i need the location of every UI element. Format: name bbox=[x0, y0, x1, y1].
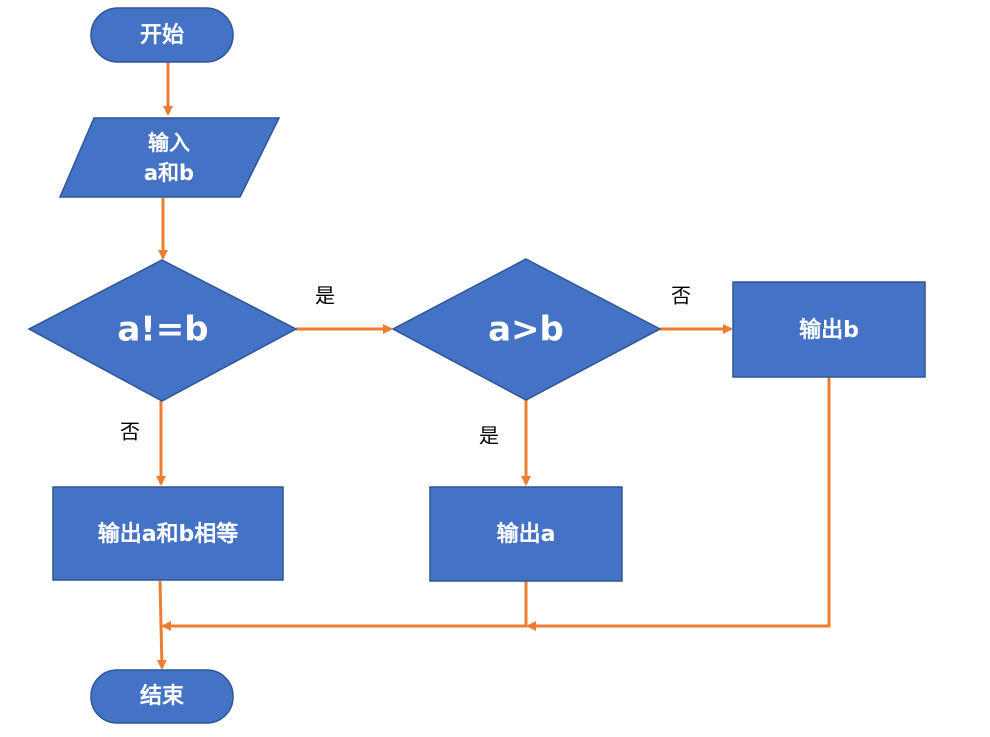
end-node-label: 结束 bbox=[140, 683, 185, 709]
decision-neq-node: a!=b bbox=[27, 259, 298, 402]
edge-out-b-merge bbox=[526, 377, 831, 631]
output-equal-label: 输出a和b相等 bbox=[98, 521, 239, 547]
output-equal-node: 输出a和b相等 bbox=[52, 486, 284, 581]
edge-out-a-merge bbox=[161, 581, 528, 631]
edge-label-gt-yes: 是 bbox=[479, 424, 499, 448]
output-b-node: 输出b bbox=[732, 281, 926, 378]
output-a-label: 输出a bbox=[497, 521, 556, 547]
edge-equal-to-end bbox=[156, 580, 167, 670]
edge-label-gt-no: 否 bbox=[671, 284, 691, 308]
decision-gt-label: a>b bbox=[488, 310, 564, 350]
start-node: 开始 bbox=[90, 7, 234, 63]
edge-label-neq-no: 否 bbox=[120, 420, 140, 444]
start-node-label: 开始 bbox=[140, 22, 184, 48]
input-node-line2: a和b bbox=[144, 161, 194, 185]
edge-label-neq-yes: 是 bbox=[315, 284, 335, 308]
decision-gt-node: a>b bbox=[391, 258, 662, 401]
end-node: 结束 bbox=[90, 669, 234, 724]
input-node: 输入 a和b bbox=[58, 117, 281, 198]
decision-neq-label: a!=b bbox=[117, 310, 208, 350]
output-b-label: 输出b bbox=[799, 317, 859, 343]
output-a-node: 输出a bbox=[429, 486, 623, 582]
input-node-line1: 输入 bbox=[148, 131, 190, 155]
